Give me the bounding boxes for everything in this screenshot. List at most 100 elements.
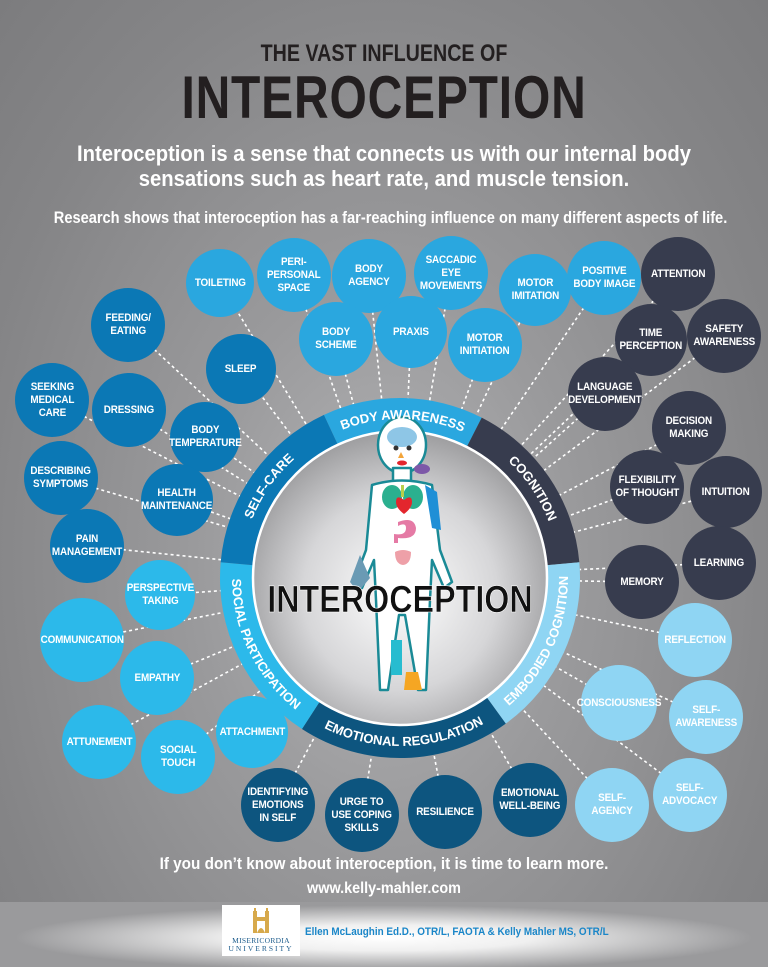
bubble-label: MOTOR IMITATION [511, 277, 559, 302]
bubble-cognition: SAFETY AWARENESS [687, 299, 761, 373]
connector-line [433, 754, 446, 813]
bubble-label: LEARNING [693, 556, 745, 569]
eye-icon [393, 445, 399, 451]
bubble-emotional-regulation: IDENTIFYING EMOTIONS IN SELF [241, 768, 315, 842]
ring-segment-emotional-regulation [301, 696, 506, 758]
human-body-figure [350, 415, 454, 692]
bubble-label: SELF- AWARENESS [675, 704, 737, 729]
bubble-label: FLEXIBILITY OF THOUGHT [615, 474, 679, 499]
bubble-label: IDENTIFYING EMOTIONS IN SELF [247, 785, 309, 824]
title-large: INTEROCEPTION [181, 64, 587, 131]
bubble-embodied-cognition: SELF- ADVOCACY [653, 758, 727, 832]
bubble-label: DESCRIBING SYMPTOMS [30, 465, 92, 490]
bubble-label: PERSPECTIVE TAKING [126, 582, 194, 607]
bubble-label: DRESSING [103, 403, 155, 416]
ring-segment-self-care [220, 414, 338, 566]
bubble-label: SLEEP [225, 362, 257, 375]
bubble-social-participation: PERSPECTIVE TAKING [125, 560, 195, 630]
call-to-action: If you don’t know about interoception, i… [159, 854, 609, 873]
bubble-label: HEALTH MAINTENANCE [141, 487, 213, 512]
connector-line [335, 338, 355, 405]
bubble-embodied-cognition: SELF- AWARENESS [669, 680, 743, 754]
foot-icon [404, 672, 422, 690]
bubble-label: MEMORY [620, 575, 664, 588]
bubble-social-participation: COMMUNICATION [40, 598, 124, 682]
bubble-self-care: DESCRIBING SYMPTOMS [24, 441, 98, 515]
bubble-cognition: LEARNING [682, 526, 756, 600]
bubble-body-awareness: PERI- PERSONAL SPACE [257, 238, 331, 312]
gate-icon [253, 908, 269, 933]
bubble-body-awareness: MOTOR INITIATION [448, 308, 522, 382]
brain-icon [387, 427, 417, 447]
connector-line [475, 289, 536, 416]
connector-line [533, 393, 606, 459]
bubble-cognition: DECISION MAKING [652, 391, 726, 465]
heart-icon [396, 497, 412, 514]
bubble-self-care: DRESSING [92, 373, 166, 447]
bubble-social-participation: EMPATHY [120, 641, 194, 715]
ring-segment-cognition [466, 417, 580, 566]
bubble-emotional-regulation: URGE TO USE COPING SKILLS [325, 778, 399, 852]
bubble-emotional-regulation: RESILIENCE [408, 775, 482, 849]
bubble-label: DECISION MAKING [665, 415, 713, 440]
hand-icon [350, 555, 370, 592]
bubble-label: CONSCIOUSNESS [576, 696, 662, 709]
bubble-label: BODY AGENCY [348, 263, 390, 288]
bubble-label: BODY TEMPERATURE [168, 424, 242, 449]
bubble-social-participation: SOCIAL TOUCH [141, 720, 215, 794]
bubble-label: COMMUNICATION [40, 633, 124, 646]
bubble-label: ATTENTION [650, 267, 706, 280]
bubble-self-care: BODY TEMPERATURE [168, 402, 242, 472]
bubble-label: RESILIENCE [416, 805, 474, 818]
bubble-label: SELF- ADVOCACY [662, 782, 718, 807]
bubble-label: SELF-AGENCY [591, 792, 633, 817]
bubble-cognition: FLEXIBILITY OF THOUGHT [610, 450, 684, 524]
bubble-body-awareness: PRAXIS [375, 296, 447, 368]
bubble-embodied-cognition: REFLECTION [658, 603, 732, 677]
bubble-label: ATTUNEMENT [66, 735, 132, 748]
bubble-label: EMPATHY [134, 671, 180, 684]
mouth-icon [397, 460, 407, 466]
bubble-cognition: ATTENTION [641, 237, 715, 311]
connector-line [407, 331, 412, 399]
bubble-cognition: MEMORY [605, 545, 679, 619]
bubble-body-awareness: BODY SCHEME [299, 302, 373, 376]
bubble-emotional-regulation: EMOTIONAL WELL-BEING [493, 763, 567, 837]
bubble-label: PERI- PERSONAL SPACE [267, 255, 321, 294]
bubble-self-care: SLEEP [206, 334, 276, 404]
bubble-label: SEEKING MEDICAL CARE [30, 380, 74, 419]
connector-line [86, 545, 222, 561]
bubble-embodied-cognition: SELF-AGENCY [575, 768, 649, 842]
bladder-icon [395, 550, 411, 565]
stomach-icon [394, 520, 416, 543]
bubble-label: LANGUAGE DEVELOPMENT [568, 381, 642, 406]
research-statement: Research shows that interoception has a … [53, 208, 728, 227]
ring-segment-social-participation [220, 562, 320, 729]
leg-sensation-icon [391, 640, 402, 675]
bubble-label: REFLECTION [664, 633, 726, 646]
bubble-self-care: FEEDING/ EATING [91, 288, 165, 362]
website-link[interactable]: www.kelly-mahler.com [307, 880, 461, 897]
bubble-body-awareness: SACCADIC EYE MOVEMENTS [414, 236, 488, 310]
bubble-label: PAIN MANAGEMENT [51, 533, 123, 558]
authors: Ellen McLaughin Ed.D., OTR/L, FAOTA & Ke… [305, 926, 609, 938]
subtitle: Interoception is a sense that connects u… [76, 141, 692, 191]
speech-bubble-icon [414, 464, 430, 474]
title-small: THE VAST INFLUENCE OF [260, 40, 508, 67]
bubble-label: INTUITION [702, 485, 750, 498]
footer-band [0, 902, 768, 967]
bubble-cognition: LANGUAGE DEVELOPMENT [568, 357, 642, 431]
bubble-label: TIME PERCEPTION [619, 327, 683, 352]
connector-line [51, 399, 241, 497]
bubble-label: ATTACHMENT [219, 725, 285, 738]
bubble-social-participation: ATTUNEMENT [62, 705, 136, 779]
bubble-label: MOTOR INITIATION [460, 332, 510, 357]
center-label: INTEROCEPTION [267, 579, 532, 621]
connector-line [460, 344, 486, 410]
bubble-cognition: INTUITION [690, 456, 762, 528]
bubble-body-awareness: MOTOR IMITATION [499, 254, 571, 326]
bubble-self-care: SEEKING MEDICAL CARE [15, 363, 89, 437]
